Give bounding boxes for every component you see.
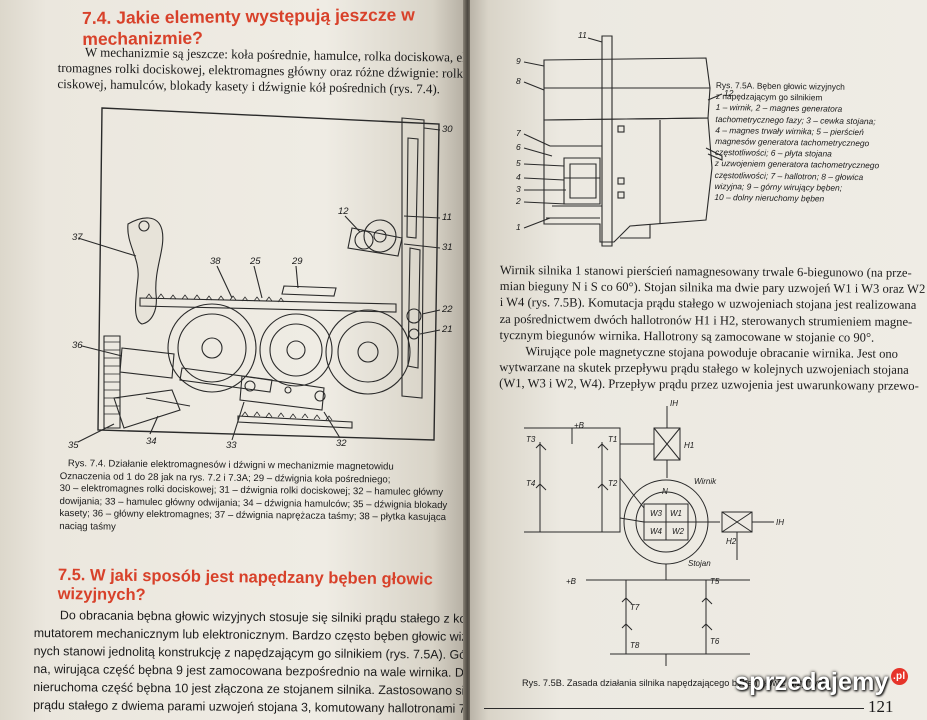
circuit-label: +B — [574, 421, 585, 430]
circuit-label: T5 — [710, 577, 720, 586]
watermark-dot: .pl — [890, 668, 908, 685]
circuit-label: T2 — [608, 479, 618, 488]
right-page: 11 9 8 12 7 6 5 4 3 2 1 Rys. 7.5A. Bęben… — [470, 0, 927, 720]
figure-label: 11 — [442, 212, 452, 223]
figure-label: 5 — [516, 158, 521, 168]
circuit-label: Wirnik — [694, 477, 717, 486]
watermark-text: sprzedajemy — [735, 668, 889, 696]
figure-label: 8 — [516, 76, 521, 86]
page-number: 121 — [868, 697, 894, 716]
figure-label: 33 — [226, 440, 237, 451]
figure-7-4-caption: Rys. 7.4. Działanie elektromagnesów i dź… — [59, 458, 465, 537]
circuit-label: +B — [566, 577, 577, 586]
figure-label: 7 — [516, 128, 521, 138]
figure-7-5a-caption: Rys. 7.5A. Bęben głowic wizyjnych z napę… — [714, 80, 926, 206]
circuit-label: T8 — [630, 641, 640, 650]
circuit-label: W1 — [670, 509, 682, 518]
section-7-4-paragraph: W mechanizmie są jeszcze: koła pośrednie… — [57, 44, 465, 98]
figure-label: 12 — [724, 88, 734, 98]
circuit-label: W4 — [650, 527, 663, 536]
figure-label: 12 — [338, 206, 349, 217]
figure-label: 36 — [72, 340, 83, 351]
figure-label: 1 — [516, 222, 521, 232]
figure-label: 32 — [336, 438, 347, 449]
circuit-label: T6 — [710, 637, 720, 646]
circuit-label: IH — [776, 518, 784, 527]
figure-7-5b-caption: Rys. 7.5B. Zasada działania silnika napę… — [522, 678, 828, 688]
figure-label: 9 — [516, 56, 521, 66]
figure-label: 6 — [516, 142, 521, 152]
figure-label: 2 — [515, 196, 521, 206]
circuit-label: H2 — [726, 537, 737, 546]
figure-label: 31 — [442, 242, 453, 253]
figure-label: 34 — [146, 436, 157, 447]
circuit-label: T4 — [526, 479, 536, 488]
circuit-label: T3 — [526, 435, 536, 444]
figure-label: 30 — [442, 124, 453, 135]
book-spine — [463, 0, 472, 720]
circuit-label: W2 — [672, 527, 685, 536]
circuit-label: T1 — [608, 435, 617, 444]
circuit-label: H1 — [684, 441, 694, 450]
figure-7-5a-drum-drawing: 11 9 8 12 7 6 5 4 3 2 1 — [515, 30, 734, 247]
circuit-label: Stojan — [688, 559, 711, 568]
section-7-5-paragraph: Do obracania bębna głowic wizyjnych stos… — [33, 606, 465, 718]
section-7-4-title: 7.4. Jakie elementy występują jeszcze w … — [82, 4, 415, 49]
circuit-label: T7 — [630, 603, 640, 612]
figure-label: 37 — [72, 232, 83, 243]
circuit-label: W3 — [650, 509, 663, 518]
watermark-logo: sprzedajemy.pl — [735, 668, 908, 697]
circuit-label: IH — [670, 399, 678, 408]
text-line: (W1, W3 i W2, W4). Przepływ prądu przez … — [499, 376, 919, 394]
left-page: 7.4. Jakie elementy występują jeszcze w … — [0, 0, 465, 720]
figure-7-5b-circuit-diagram: IH IH +B +B T3 T1 T4 T2 T5 T6 T7 T8 H1 H… — [524, 399, 784, 666]
figure-label: 11 — [578, 30, 587, 40]
figure-label: 35 — [68, 440, 79, 451]
text-line: prądu stałego z dwiema parami uzwojeń st… — [33, 697, 465, 716]
wirnik-paragraph: Wirnik silnika 1 stanowi pierścień namag… — [499, 262, 925, 395]
figure-7-4-mechanism-drawing: 37 38 25 29 12 11 31 30 36 35 34 33 32 2… — [68, 107, 453, 451]
footer-rule — [484, 708, 864, 709]
figure-label: 21 — [441, 324, 453, 335]
figure-label: 29 — [291, 256, 303, 267]
figure-label: 38 — [210, 256, 221, 267]
figure-label: 25 — [249, 256, 261, 267]
circuit-label: N — [662, 487, 668, 496]
figure-label: 4 — [516, 172, 521, 182]
section-7-5-title: 7.5. W jaki sposób jest napędzany bęben … — [57, 566, 433, 605]
figure-label: 3 — [516, 184, 521, 194]
figure-label: 22 — [441, 304, 453, 315]
